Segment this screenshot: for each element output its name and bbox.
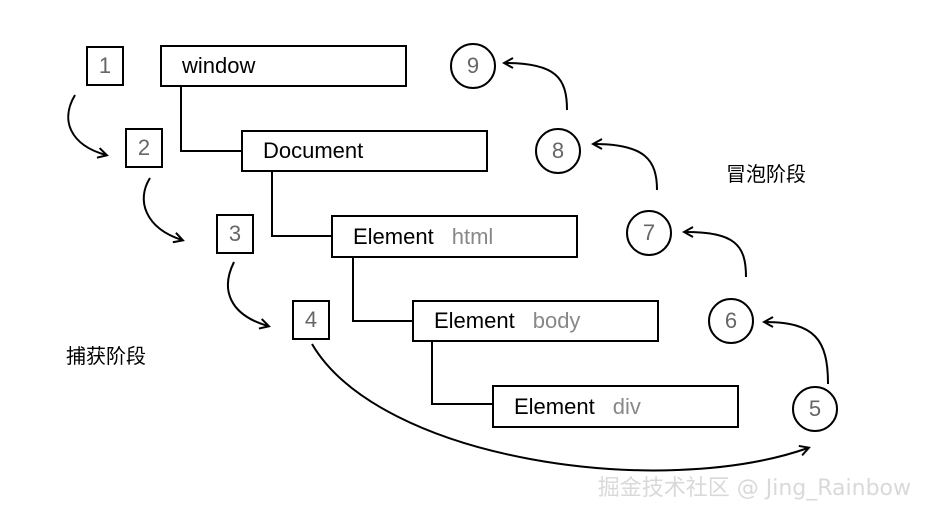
bubble-step-7: 7 xyxy=(626,210,672,256)
arrow-8-to-9 xyxy=(505,63,568,111)
connector-window-document xyxy=(180,87,242,152)
node-tag: div xyxy=(612,393,641,419)
node-label: Element xyxy=(434,308,515,333)
arrow-1-to-2 xyxy=(67,94,106,155)
bubble-step-6: 6 xyxy=(708,298,754,344)
bubble-arrows xyxy=(505,63,829,385)
node-div: Element div xyxy=(492,385,739,428)
arrow-2-to-3 xyxy=(142,177,182,240)
node-label: window xyxy=(182,53,256,78)
arrow-7-to-8 xyxy=(594,144,658,191)
arrow-5-to-6 xyxy=(765,322,829,385)
bubble-step-9: 9 xyxy=(450,43,496,89)
node-label: Document xyxy=(263,138,364,163)
node-body: Element body xyxy=(412,300,659,342)
capture-step-3: 3 xyxy=(216,214,254,254)
node-document: Document xyxy=(241,130,488,172)
node-tag: body xyxy=(532,308,581,333)
arrow-3-to-4 xyxy=(226,261,268,326)
node-label: Element xyxy=(514,393,595,419)
bubble-phase-label: 冒泡阶段 xyxy=(726,162,806,186)
watermark: 掘金技术社区 @ Jing_Rainbow xyxy=(597,476,911,501)
tree-connectors xyxy=(180,87,493,405)
connector-html-body xyxy=(352,258,413,322)
connector-document-html xyxy=(271,171,332,237)
bubble-step-5: 5 xyxy=(792,386,838,432)
connector-body-div xyxy=(431,341,493,405)
node-tag: html xyxy=(451,223,494,249)
arrow-6-to-7 xyxy=(685,232,747,278)
node-window: window xyxy=(160,45,407,87)
capture-step-1: 1 xyxy=(86,46,124,86)
node-label: Element xyxy=(353,223,434,249)
capture-arrows xyxy=(67,94,808,472)
capture-step-4: 4 xyxy=(292,300,330,340)
node-html: Element html xyxy=(331,215,578,258)
bubble-step-8: 8 xyxy=(535,128,581,174)
capture-step-2: 2 xyxy=(125,128,163,168)
capture-phase-label: 捕获阶段 xyxy=(66,344,146,368)
arrow-4-to-5 xyxy=(311,343,808,472)
